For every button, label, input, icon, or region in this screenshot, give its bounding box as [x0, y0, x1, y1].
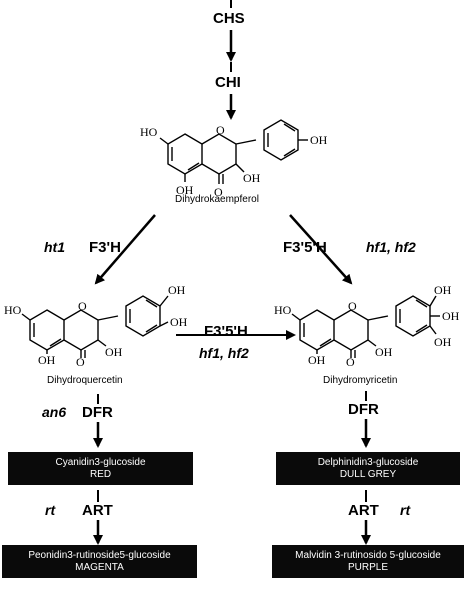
compound-dihydrokaempferol: Dihydrokaempferol [175, 194, 259, 205]
box-delphinidin: Delphinidin3-glucoside DULL GREY [276, 452, 460, 485]
atom-ho-7: HO [140, 125, 158, 139]
box-cyanidin: Cyanidin3-glucoside RED [8, 452, 193, 485]
atom-oh-5: OH [308, 353, 326, 366]
box-cyanidin-name: Cyanidin3-glucoside [55, 456, 146, 468]
atom-o-ring: O [78, 299, 87, 313]
atom-oh-5: OH [38, 353, 56, 366]
box-peonidin-color: MAGENTA [75, 561, 124, 573]
atom-oh-3p: OH [168, 283, 186, 297]
atom-ho-7: HO [274, 303, 292, 317]
enzyme-dfr-right: DFR [348, 401, 379, 418]
atom-o-ring: O [348, 299, 357, 313]
atom-oh-4p: OH [170, 315, 188, 329]
box-malvidin: Malvidin 3-rutinosido 5-glucoside PURPLE [272, 545, 464, 578]
arrow-f35h-right [289, 214, 353, 285]
atom-o-ring: O [216, 123, 225, 137]
atom-oh-4p: OH [310, 133, 328, 147]
box-delphinidin-name: Delphinidin3-glucoside [317, 456, 419, 468]
enzyme-f35h-mid: F3'5'H [204, 323, 248, 340]
atom-oh-3: OH [243, 171, 261, 185]
dihydromyricetin-structure: O O HO OH OH OH OH OH [274, 283, 460, 366]
dihydroquercetin-structure: O O HO OH OH OH OH [4, 283, 188, 366]
box-delphinidin-color: DULL GREY [339, 468, 397, 480]
gene-an6: an6 [42, 404, 67, 420]
atom-oh-3: OH [375, 345, 393, 359]
box-peonidin: Peonidin3-rutinoside5-glucoside MAGENTA [2, 545, 197, 578]
gene-rt-right: rt [400, 502, 411, 518]
atom-oh-3: OH [105, 345, 123, 359]
atom-o-carbonyl: O [346, 355, 355, 366]
gene-rt-left: rt [45, 502, 56, 518]
enzyme-f3h: F3'H [89, 239, 121, 256]
gene-ht1: ht1 [44, 239, 65, 255]
enzyme-art-left: ART [82, 502, 113, 519]
dihydrokaempferol-structure: O O HO OH OH OH [140, 119, 328, 196]
arrow-f3h [94, 214, 156, 285]
gene-hf-mid: hf1, hf2 [199, 345, 249, 361]
box-malvidin-color: PURPLE [347, 561, 388, 573]
enzyme-chi: CHI [215, 74, 241, 91]
atom-o-carbonyl: O [76, 355, 85, 366]
gene-hf-right: hf1, hf2 [366, 239, 416, 255]
compound-dihydromyricetin: Dihydromyricetin [323, 375, 398, 386]
enzyme-f35h-right: F3'5'H [283, 239, 327, 256]
compound-dihydroquercetin: Dihydroquercetin [47, 375, 123, 386]
atom-oh-5p: OH [434, 335, 452, 349]
box-peonidin-name: Peonidin3-rutinoside5-glucoside [28, 549, 171, 561]
enzyme-art-right: ART [348, 502, 379, 519]
atom-oh-5: OH [176, 183, 194, 196]
box-cyanidin-color: RED [89, 468, 112, 480]
enzyme-dfr-left: DFR [82, 404, 113, 421]
atom-o-carbonyl: O [214, 185, 223, 196]
atom-oh-3p: OH [434, 283, 452, 297]
atom-ho-7: HO [4, 303, 22, 317]
atom-oh-4p: OH [442, 309, 460, 323]
enzyme-chs: CHS [213, 10, 245, 27]
box-malvidin-name: Malvidin 3-rutinosido 5-glucoside [295, 549, 441, 561]
